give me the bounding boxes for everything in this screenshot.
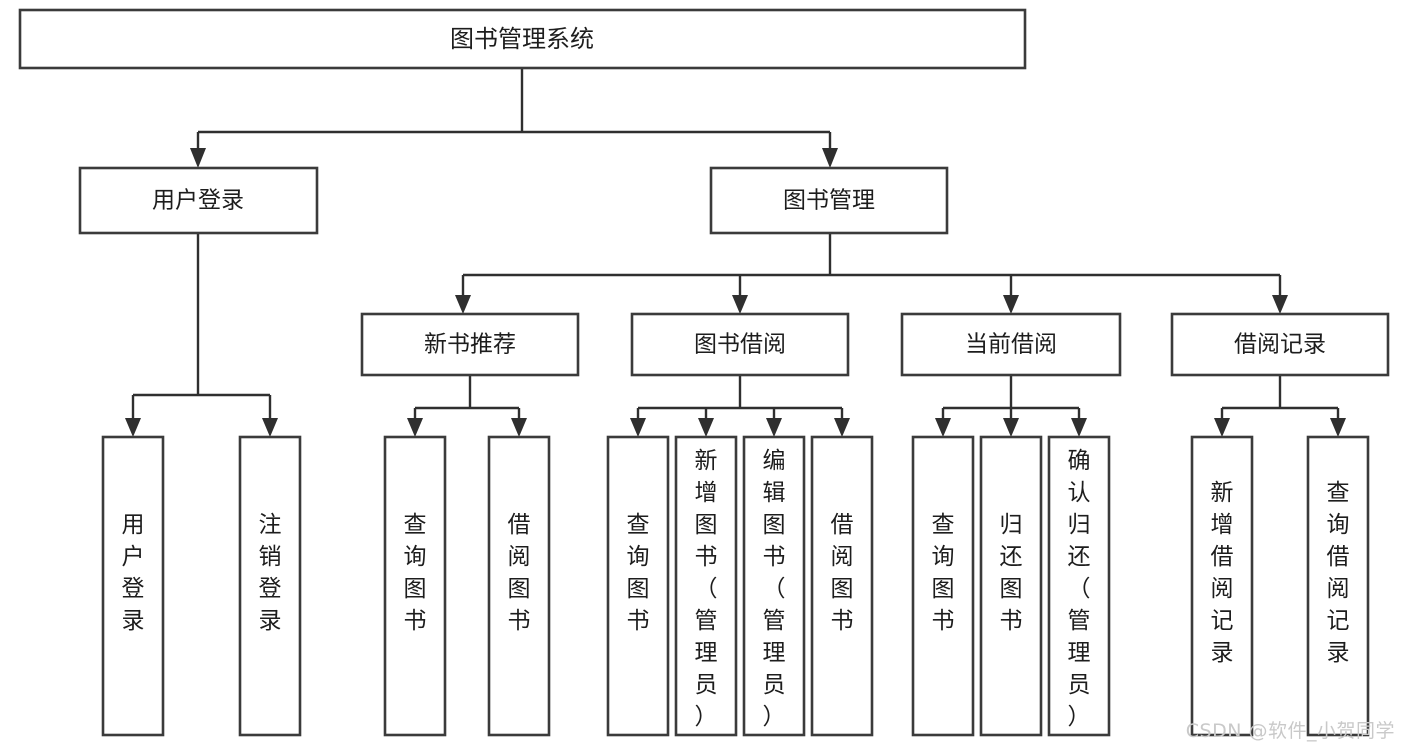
root-box[interactable]: [18, 8, 1027, 70]
leaf-box[interactable]: [810, 435, 874, 737]
leaf-label: 查询图书: [404, 512, 427, 634]
leaf-label: 查询图书: [932, 512, 955, 634]
leaf-node[interactable]: 确认归还（管理员）: [1047, 435, 1111, 737]
leaf-box[interactable]: [979, 435, 1043, 737]
leaf-node[interactable]: 查询借阅记录: [1306, 435, 1370, 737]
leaf-label: 注销登录: [259, 512, 282, 634]
arrow-head-current-borrow: [1003, 295, 1019, 314]
leaf-box[interactable]: [1047, 435, 1111, 737]
arrow-head-leaf-user-login: [125, 418, 141, 437]
leaf-box[interactable]: [383, 435, 447, 737]
node-borrow-record[interactable]: 借阅记录: [1170, 312, 1390, 377]
node-book-borrow[interactable]: 图书借阅: [630, 312, 850, 377]
node-book-management[interactable]: 图书管理: [709, 166, 949, 235]
root-label: 图书管理系统: [450, 25, 594, 53]
leaf-node[interactable]: 查询图书: [606, 435, 670, 737]
arrow-head-user-login: [190, 148, 206, 168]
node-root[interactable]: 图书管理系统: [18, 8, 1027, 70]
leaf-box[interactable]: [674, 435, 738, 737]
arrow-head-bb-leaf-2: [698, 418, 714, 437]
leaf-node[interactable]: 编辑图书（管理员）: [742, 435, 806, 737]
leaf-label: 新增图书（管理员）: [695, 448, 718, 730]
current-borrow-box[interactable]: [900, 312, 1122, 377]
book-borrow-label: 图书借阅: [694, 332, 786, 358]
leaf-node[interactable]: 归还图书: [979, 435, 1043, 737]
book-management-box[interactable]: [709, 166, 949, 235]
arrow-head-nb-leaf-2: [511, 418, 527, 437]
node-user-login[interactable]: 用户登录: [78, 166, 319, 235]
leaf-label: 归还图书: [1000, 512, 1023, 634]
leaf-label: 查询图书: [627, 512, 650, 634]
leaf-box[interactable]: [487, 435, 551, 737]
leaf-label: 编辑图书（管理员）: [763, 448, 786, 730]
leaf-box[interactable]: [101, 435, 165, 737]
arrow-head-bb-leaf-3: [766, 418, 782, 437]
node-current-borrow[interactable]: 当前借阅: [900, 312, 1122, 377]
arrow-head-book-borrow: [732, 295, 748, 314]
leaf-box[interactable]: [911, 435, 975, 737]
edges-book-borrow-to-leaves: [630, 375, 850, 437]
arrow-head-cb-leaf-2: [1003, 418, 1019, 437]
leaf-node[interactable]: 借阅图书: [487, 435, 551, 737]
arrow-head-borrow-record: [1272, 295, 1288, 314]
node-new-book-recommend[interactable]: 新书推荐: [360, 312, 580, 377]
leaf-node[interactable]: 注销登录: [238, 435, 302, 737]
leaf-label: 查询借阅记录: [1327, 480, 1350, 666]
edges-borrow-record-to-leaves: [1214, 375, 1346, 437]
arrow-head-cb-leaf-3: [1071, 418, 1087, 437]
arrow-head-new-book: [455, 295, 471, 314]
csdn-watermark: CSDN @软件_小贺同学: [1185, 720, 1395, 742]
leaf-node[interactable]: 用户登录: [101, 435, 165, 737]
current-borrow-label: 当前借阅: [965, 332, 1057, 358]
arrow-head-leaf-logout: [262, 418, 278, 437]
leaf-label: 确认归还（管理员）: [1068, 448, 1091, 730]
edges-new-book-to-leaves: [407, 375, 527, 437]
user-login-label: 用户登录: [152, 188, 244, 214]
leaf-label: 借阅图书: [831, 512, 854, 634]
leaf-node[interactable]: 新增图书（管理员）: [674, 435, 738, 737]
leaf-node[interactable]: 借阅图书: [810, 435, 874, 737]
arrow-head-nb-leaf-1: [407, 418, 423, 437]
leaf-node[interactable]: 查询图书: [383, 435, 447, 737]
leaf-node[interactable]: 新增借阅记录: [1190, 435, 1254, 737]
leaf-label: 新增借阅记录: [1211, 480, 1234, 666]
edges-current-borrow-to-leaves: [935, 375, 1087, 437]
arrow-head-book-mgmt: [822, 148, 838, 168]
leaf-label: 用户登录: [122, 512, 145, 634]
new-book-recommend-label: 新书推荐: [424, 332, 516, 358]
borrow-record-box[interactable]: [1170, 312, 1390, 377]
leaf-group-user-login: 用户登录 注销登录: [101, 435, 302, 737]
arrow-head-bb-leaf-4: [834, 418, 850, 437]
edges-book-mgmt-to-level3: [455, 233, 1288, 314]
leaf-group-borrow-record: 新增借阅记录 查询借阅记录: [1190, 435, 1370, 737]
leaf-group-book-borrow: 查询图书 新增图书（管理员） 编辑图书（管理员） 借阅图书: [606, 435, 874, 737]
edges-user-login-to-leaves: [125, 233, 278, 437]
leaf-label: 借阅图书: [508, 512, 531, 634]
leaf-group-new-book-recommend: 查询图书 借阅图书: [383, 435, 551, 737]
arrow-head-br-leaf-1: [1214, 418, 1230, 437]
leaf-node[interactable]: 查询图书: [911, 435, 975, 737]
leaf-box[interactable]: [606, 435, 670, 737]
book-management-label: 图书管理: [783, 188, 875, 214]
arrow-head-bb-leaf-1: [630, 418, 646, 437]
leaf-box[interactable]: [742, 435, 806, 737]
leaf-box[interactable]: [1190, 435, 1254, 737]
book-borrow-box[interactable]: [630, 312, 850, 377]
leaf-group-current-borrow: 查询图书 归还图书 确认归还（管理员）: [911, 435, 1111, 737]
borrow-record-label: 借阅记录: [1234, 332, 1326, 358]
arrow-head-br-leaf-2: [1330, 418, 1346, 437]
leaf-box[interactable]: [1306, 435, 1370, 737]
leaf-box[interactable]: [238, 435, 302, 737]
user-login-box[interactable]: [78, 166, 319, 235]
edges-root-to-level2: [190, 68, 838, 168]
new-book-recommend-box[interactable]: [360, 312, 580, 377]
arrow-head-cb-leaf-1: [935, 418, 951, 437]
